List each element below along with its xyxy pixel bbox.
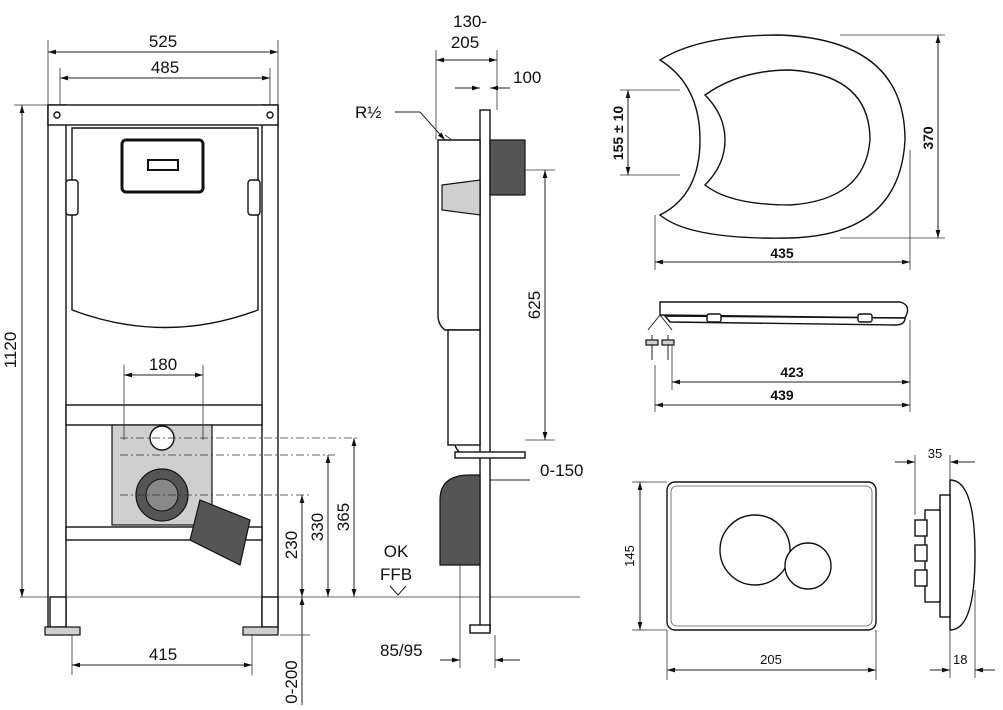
dim-330: 330 (308, 513, 327, 541)
dim-180: 180 (149, 355, 177, 374)
dim-85-95: 85/95 (380, 641, 423, 660)
dim-205: 205 (451, 33, 479, 52)
top-bar (47, 104, 279, 126)
cistern (71, 127, 259, 329)
flush-button-large[interactable] (719, 514, 791, 586)
dim-18: 18 (953, 652, 967, 667)
flush-plate-front (120, 138, 205, 194)
crossbar-upper (65, 404, 263, 426)
dim-525: 525 (149, 32, 177, 51)
dim-0-200: 0-200 (282, 660, 301, 703)
dim-35: 35 (928, 446, 942, 461)
dim-435: 435 (770, 245, 794, 261)
flush-button-small[interactable] (784, 542, 832, 590)
dim-439: 439 (770, 387, 794, 403)
dim-0-150: 0-150 (540, 461, 583, 480)
side-view: R½ 130- 205 100 625 0-150 85/95 (355, 12, 583, 668)
dim-625: 625 (525, 291, 544, 319)
dim-485: 485 (151, 58, 179, 77)
floor-label-ffb: FFB (380, 565, 412, 584)
floor-label-ok: OK (384, 542, 409, 561)
dim-230: 230 (282, 531, 301, 559)
flush-plate-views: 145 205 35 18 (622, 446, 995, 680)
dim-370: 370 (920, 126, 936, 150)
dim-415: 415 (149, 645, 177, 664)
dim-130: 130- (453, 12, 487, 31)
toilet-seat-views: 370 435 155 ± 10 423 439 (610, 34, 945, 412)
dim-100: 100 (513, 68, 541, 87)
dim-205-plate: 205 (760, 652, 782, 667)
dim-155: 155 ± 10 (610, 106, 626, 161)
flush-mechanism (489, 139, 526, 196)
flush-plate-side (949, 479, 976, 631)
drain-pipe (439, 474, 481, 566)
cistern-side (437, 139, 481, 331)
frame-side (479, 109, 491, 631)
dim-365: 365 (334, 503, 353, 531)
dim-145: 145 (622, 545, 637, 567)
thread-label: R½ (355, 103, 381, 122)
dim-1120: 1120 (1, 332, 20, 369)
front-view: 525 485 1120 180 415 230 330 365 0-200 O… (1, 32, 580, 705)
dim-423: 423 (780, 364, 804, 380)
left-post (47, 104, 67, 631)
right-post (261, 104, 279, 631)
